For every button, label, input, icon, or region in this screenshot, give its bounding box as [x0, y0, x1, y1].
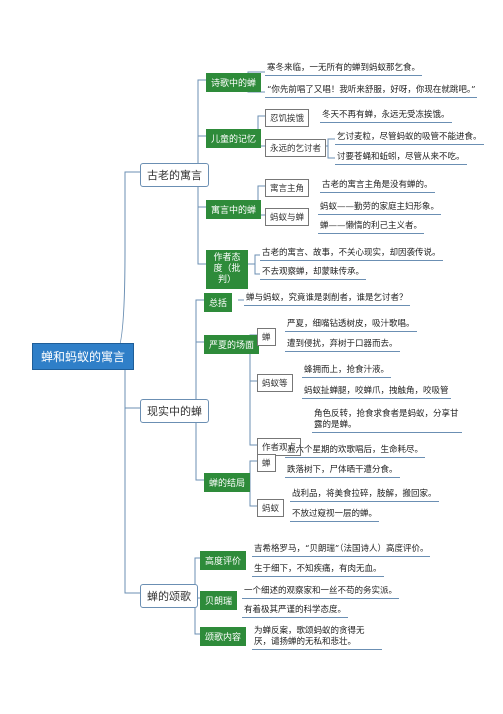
branch-real-cicada[interactable]: 现实中的蝉	[140, 399, 209, 423]
subtopic-hunger[interactable]: 忍饥挨饿	[265, 109, 310, 127]
leaf-attitude-1: 古老的寓言、故事，不关心现实，却因袭传说。	[260, 247, 443, 261]
leaf-praise-1: 吉希格罗马，“贝朗瑞”（法国诗人）高度评价。	[252, 543, 431, 557]
leaf-hunger: 冬天不再有蝉，永远无受冻挨饿。	[320, 109, 452, 123]
leaf-praise-2: 生于细下，不知疾痛，有肉无血。	[252, 563, 384, 577]
leaf-scene-ant-2: 蚂蚁扯蝉腿，咬蝉爪，拽触角，咬吸管	[302, 385, 451, 399]
leaf-scene-ant-1: 蜂拥而上，抢食汁液。	[302, 364, 392, 378]
topic-cicada-fate[interactable]: 蝉的结局	[204, 473, 251, 492]
subtopic-end-ants[interactable]: 蚂蚁	[257, 499, 285, 517]
topic-ode-content[interactable]: 颂歌内容	[200, 627, 247, 646]
leaf-berange-2: 有着极其严谨的科学态度。	[242, 604, 349, 618]
leaf-berange-1: 一个细述的观察家和一丝不苟的务实派。	[242, 585, 400, 599]
leaf-cicada-image: 蝉——懒惰的利己主义者。	[318, 220, 425, 234]
topic-fable-cicada[interactable]: 寓言中的蝉	[206, 200, 262, 219]
subtopic-scene-cicada[interactable]: 蝉	[257, 328, 276, 346]
topic-poetry[interactable]: 诗歌中的蝉	[206, 73, 262, 92]
leaf-attitude-2: 不去观察蝉，却蒙昧传承。	[260, 266, 367, 280]
branch-ancient-fable[interactable]: 古老的寓言	[140, 163, 209, 187]
root-topic[interactable]: 蝉和蚂蚁的寓言	[32, 343, 135, 370]
subtopic-protagonist[interactable]: 寓言主角	[265, 179, 310, 197]
subtopic-scene-ants[interactable]: 蚂蚁等	[257, 374, 293, 392]
leaf-end-ant-1: 战利品，将美食拉碎，肢解，搬回家。	[290, 488, 439, 502]
leaf-scene-cicada-1: 严夏，细嘴钻透树皮，吸汁歌唱。	[285, 318, 417, 332]
subtopic-author-view[interactable]: 作者观点	[257, 438, 302, 456]
leaf-ant-image: 蚂蚁——勤劳的家庭主妇形象。	[318, 201, 442, 215]
leaf-scene-cicada-2: 遭到侵扰，弃树于口器而去。	[285, 338, 400, 352]
leaf-overview: 蝉与蚂蚁，究竟谁是剥削者，谁是乞讨者？	[244, 292, 410, 306]
leaf-end-cicada-2: 跌落树下，尸体晒干遭分食。	[285, 464, 400, 478]
subtopic-ant-and-cicada[interactable]: 蚂蚁与蝉	[265, 208, 310, 226]
topic-childhood[interactable]: 儿童的记忆	[206, 129, 262, 148]
branch-cicada-praise[interactable]: 蝉的颂歌	[140, 584, 198, 608]
topic-high-praise[interactable]: 高度评价	[200, 551, 247, 570]
topic-summer-scene[interactable]: 严夏的场面	[204, 335, 260, 354]
leaf-protagonist: 古老的寓言主角是没有蝉的。	[320, 179, 435, 193]
leaf-poetry-1: 寒冬来临，一无所有的蝉到蚂蚁那乞食。	[265, 62, 423, 76]
leaf-end-cicada-1: 五六个星期的欢歌唱后，生命耗尽。	[285, 444, 426, 458]
topic-author-attitude[interactable]: 作者态度（批判）	[206, 250, 248, 289]
leaf-beggar-2: 讨要苍蝇和蚯蚓，尽管从来不吃。	[335, 151, 467, 165]
leaf-ode-content: 为蝉反案，歌颂蚂蚁的贪得无厌，谴扬蝉的无私和悲壮。	[252, 625, 382, 650]
subtopic-end-cicada[interactable]: 蝉	[257, 454, 276, 472]
topic-overview[interactable]: 总括	[204, 293, 233, 312]
topic-berange[interactable]: 贝朗瑞	[200, 591, 238, 610]
leaf-poetry-2: “你先前唱了又唱！我听来舒服，好呀，你现在就跳吧。”	[265, 84, 478, 98]
subtopic-beggar[interactable]: 永远的乞讨者	[265, 139, 327, 157]
leaf-author-view: 角色反转，抢食求食者是蚂蚁，分享甘露的是蝉。	[312, 408, 462, 433]
leaf-beggar-1: 乞讨麦粒，尽管蚂蚁的吸管不能进食。	[335, 131, 484, 145]
leaf-end-ant-2: 不放过窥视一层的蝉。	[290, 508, 380, 522]
